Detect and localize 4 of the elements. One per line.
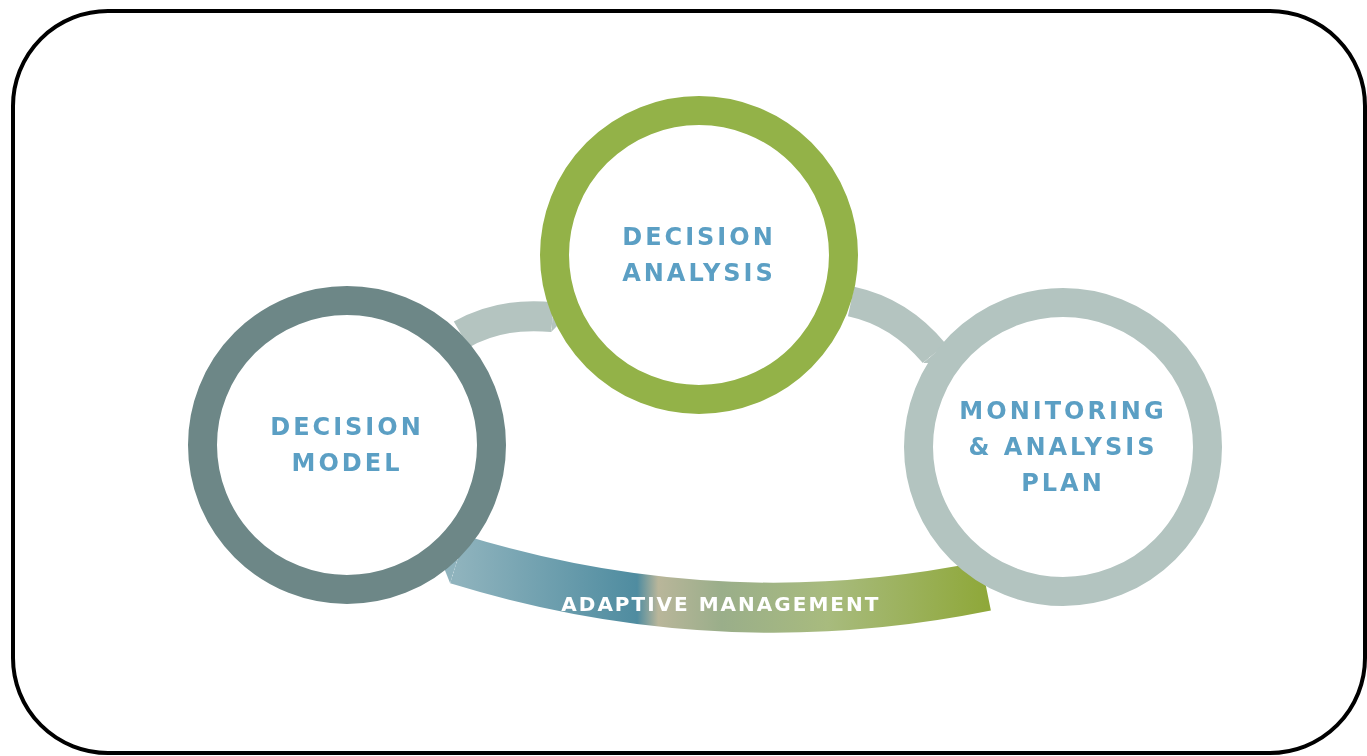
edge-label: ADAPTIVE MANAGEMENT <box>561 592 881 617</box>
node-label: DECISION ANALYSIS <box>621 222 777 289</box>
node-label: MONITORING & ANALYSIS PLAN <box>958 396 1168 499</box>
node-label: DECISION MODEL <box>269 412 425 479</box>
